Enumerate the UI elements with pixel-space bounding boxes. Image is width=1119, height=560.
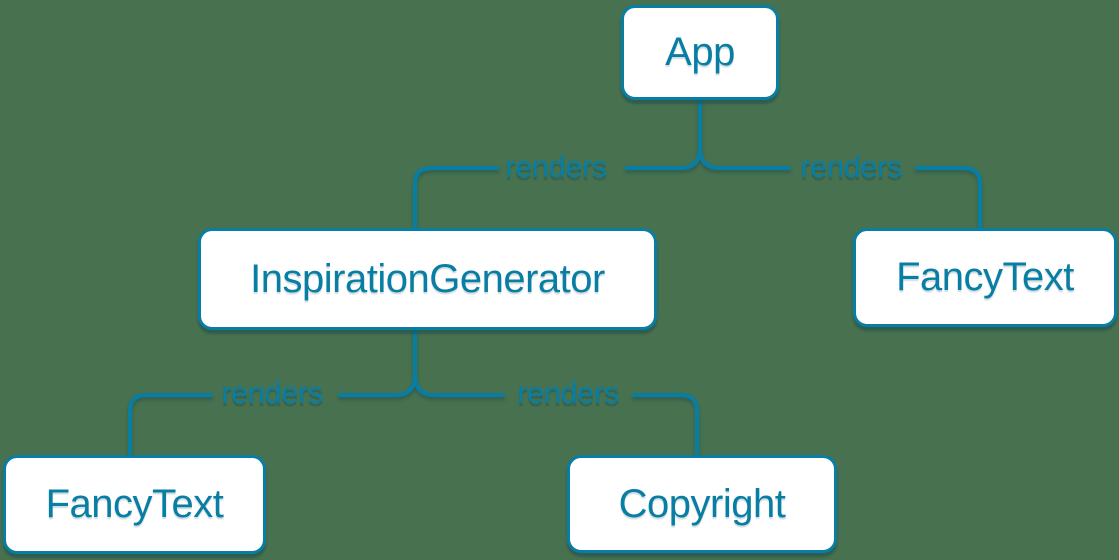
- edge-inspirationgenerator-to-copyright-end: [632, 393, 699, 455]
- node-inspiration-generator-label: InspirationGenerator: [250, 256, 605, 301]
- node-app: App: [621, 5, 779, 100]
- node-copyright-label: Copyright: [618, 481, 786, 526]
- edge-inspirationgenerator-to-copyright-start: [413, 330, 505, 397]
- edge-label-inspirationgenerator-fancytext: renders: [221, 375, 323, 410]
- edge-label-app-fancytext: renders: [800, 149, 902, 184]
- edge-inspirationgenerator-to-fancytext-start: [338, 330, 417, 397]
- edge-app-to-inspirationgenerator-end: [413, 166, 499, 228]
- node-app-label: App: [665, 30, 735, 74]
- edge-inspirationgenerator-to-fancytext-end: [128, 393, 213, 455]
- node-fancy-text-bottom: FancyText: [3, 455, 266, 554]
- edge-app-to-inspirationgenerator-start: [625, 98, 702, 170]
- node-inspiration-generator: InspirationGenerator: [198, 228, 657, 330]
- node-fancy-text-bottom-label: FancyText: [45, 482, 224, 526]
- edge-app-to-fancytext-end: [915, 166, 982, 228]
- node-fancy-text-top-label: FancyText: [896, 255, 1074, 299]
- node-fancy-text-top: FancyText: [853, 228, 1117, 327]
- edge-label-app-inspirationgenerator: renders: [505, 149, 607, 184]
- edge-app-to-fancytext-start: [698, 98, 791, 170]
- node-copyright: Copyright: [567, 455, 837, 553]
- edge-label-inspirationgenerator-copyright: renders: [517, 375, 619, 410]
